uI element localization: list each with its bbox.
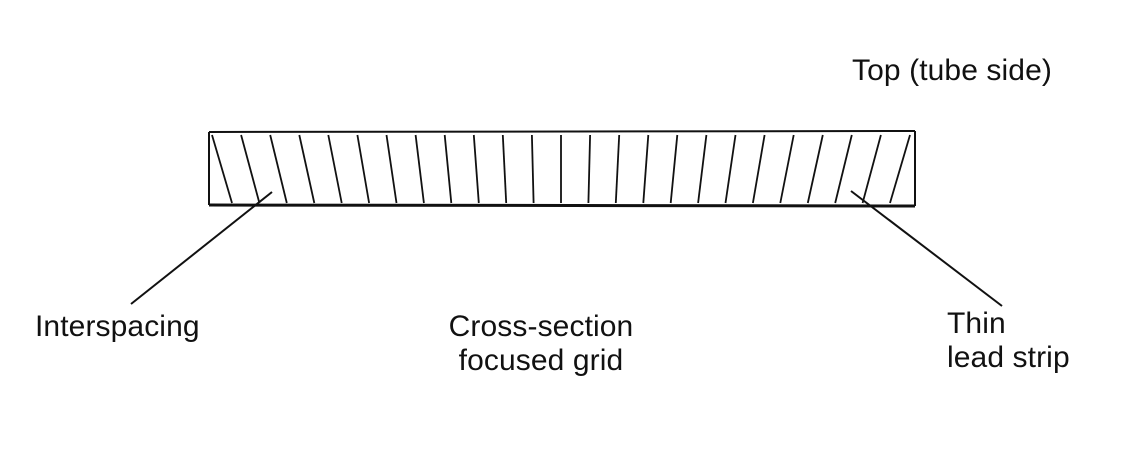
lead-strip-line <box>614 134 621 204</box>
lead-strip-line <box>472 134 480 204</box>
lead-strip-line <box>443 134 453 204</box>
lead-strip-line <box>806 134 824 204</box>
lead-strip-line <box>587 134 591 204</box>
grid-outline <box>208 130 916 208</box>
lead-strip-line <box>269 134 288 204</box>
lead-strip-line <box>356 134 370 204</box>
grid-bottom-edge <box>208 203 916 208</box>
lead-strip-line <box>327 134 343 204</box>
lead-strip-line <box>834 134 853 204</box>
interspacing-leader-line <box>130 191 273 305</box>
lead-strip-line <box>211 134 233 204</box>
lead-strip-line <box>298 134 316 204</box>
lead-strip-line <box>889 134 911 204</box>
cross-section-focused-grid-label: Cross-section focused grid <box>433 310 649 378</box>
top-tube-side-label: Top (tube side) <box>852 54 1052 87</box>
grid-label-line-1: Cross-section <box>448 310 634 343</box>
lead-strip-line <box>642 134 650 204</box>
thin-lead-strip-label: Thin lead strip <box>947 307 1117 375</box>
lead-strip-label-line-1: Thin <box>947 307 1006 340</box>
lead-strips <box>211 134 911 204</box>
lead-strip-label-line-2: lead strip <box>947 341 1070 374</box>
lead-strip-line <box>385 134 398 204</box>
lead-strip-line <box>414 134 425 204</box>
lead-strip-line <box>779 134 795 204</box>
grid-label-line-2: focused grid <box>458 344 624 377</box>
lead-strip-line <box>669 134 679 204</box>
lead-strip-line <box>752 134 766 204</box>
lead-strip-line <box>724 134 737 204</box>
lead-strip-line <box>531 134 535 204</box>
lead-strip-line <box>861 134 882 204</box>
lead-strip-line <box>697 134 708 204</box>
lead-strip-line <box>501 134 508 204</box>
lead-strip-line <box>240 134 261 204</box>
grid-top-edge <box>208 130 916 133</box>
interspacing-label: Interspacing <box>35 310 200 343</box>
lead-strip-leader-line <box>850 190 1003 307</box>
